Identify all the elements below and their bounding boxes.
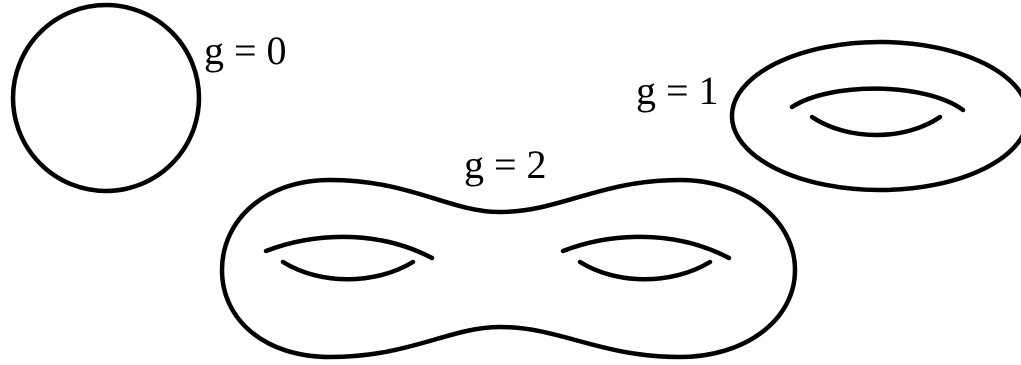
- torus-outline: [729, 39, 1021, 193]
- sphere-outline: [10, 2, 202, 194]
- double-torus-genus-label: g = 2: [464, 142, 547, 187]
- torus-genus-label: g = 1: [636, 68, 719, 113]
- right-hole-lower-curve: [577, 259, 713, 282]
- double-torus-outline: [219, 177, 798, 360]
- sphere-genus-label: g = 0: [204, 28, 287, 73]
- left-hole-upper-curve: [263, 234, 435, 261]
- torus-hole-lower-curve: [809, 114, 943, 138]
- left-hole-lower-curve: [280, 259, 416, 282]
- torus-hole-upper-curve: [789, 86, 966, 113]
- right-hole-upper-curve: [560, 234, 732, 261]
